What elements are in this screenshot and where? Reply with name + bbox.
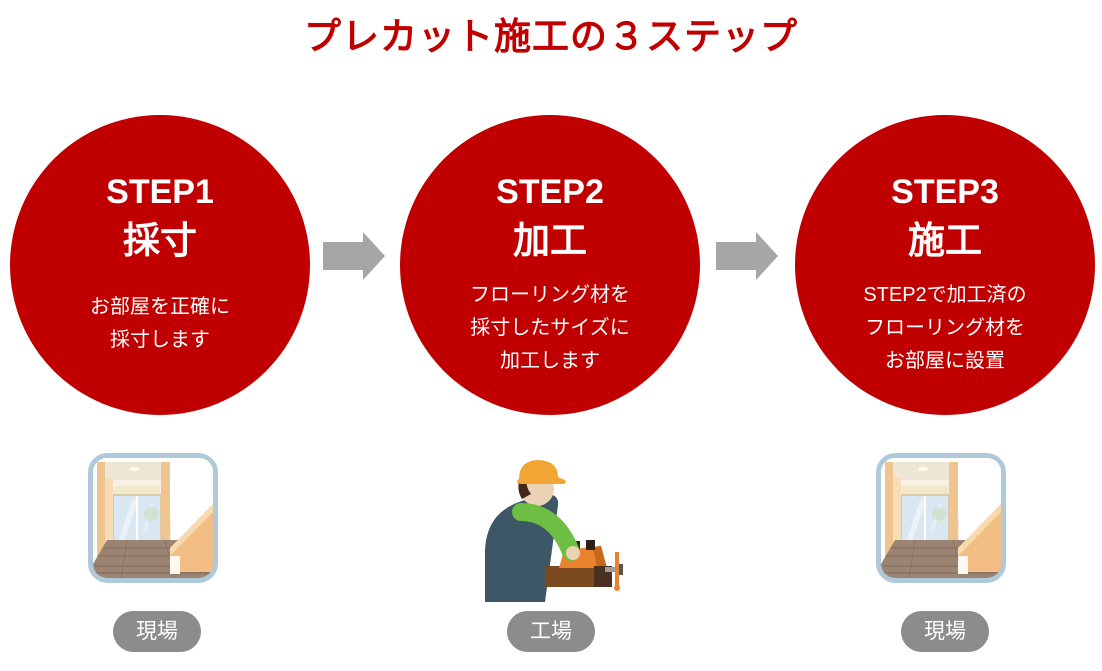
step2-desc-line1: フローリング材を — [470, 283, 630, 306]
step1-description: お部屋を正確に 採寸します — [10, 291, 310, 357]
step3-desc-line2: フローリング材を — [865, 316, 1025, 339]
step2-label: STEP2 — [496, 173, 604, 211]
step2-description: フローリング材を 採寸したサイズに 加工します — [400, 279, 700, 378]
worker-with-vise-icon — [485, 460, 623, 602]
room-interior-icon — [876, 453, 1006, 583]
step1-circle: STEP1 採寸 お部屋を正確に 採寸します — [10, 115, 310, 415]
step1-name: 採寸 — [123, 220, 197, 262]
step3-name: 施工 — [908, 220, 982, 262]
step3-desc-line1: STEP2で加工済の — [863, 283, 1027, 306]
step2-circle: STEP2 加工 フローリング材を 採寸したサイズに 加工します — [400, 115, 700, 415]
step1-label: STEP1 — [106, 173, 214, 211]
step1-desc-line1: お部屋を正確に — [90, 295, 230, 318]
step1-desc-line2: 採寸します — [110, 328, 210, 351]
step2-name: 加工 — [513, 220, 587, 262]
step3-location-badge: 現場 — [901, 611, 989, 652]
page-title: プレカット施工の３ステップ — [304, 16, 798, 57]
step2-desc-line2: 採寸したサイズに — [470, 316, 630, 339]
step3-label: STEP3 — [891, 173, 999, 211]
step2-location-badge: 工場 — [507, 611, 595, 652]
step3-desc-line3: お部屋に設置 — [885, 349, 1005, 372]
arrow-right-icon — [716, 232, 778, 280]
step1-location-badge: 現場 — [113, 611, 201, 652]
room-interior-icon — [88, 453, 218, 583]
step3-circle: STEP3 施工 STEP2で加工済の フローリング材を お部屋に設置 — [795, 115, 1095, 415]
arrow-right-icon — [323, 232, 385, 280]
step3-description: STEP2で加工済の フローリング材を お部屋に設置 — [795, 279, 1095, 378]
step2-desc-line3: 加工します — [500, 349, 600, 372]
